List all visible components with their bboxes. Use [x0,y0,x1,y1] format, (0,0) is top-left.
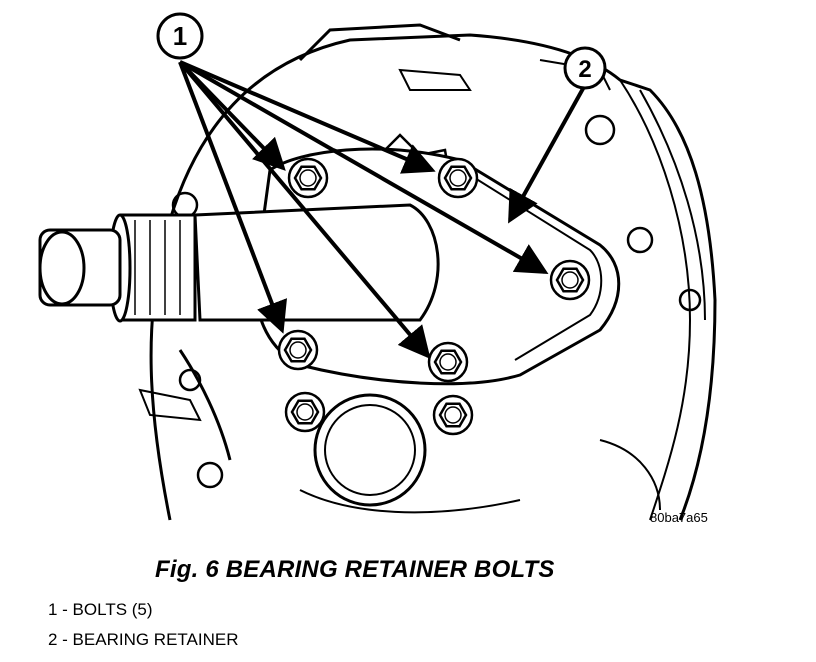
legend-item-bolts: 1 - BOLTS (5) [48,600,153,619]
callout-1: 1 [156,12,204,60]
figure-code: 80ba7a65 [650,510,708,525]
callout-1-number: 1 [173,21,187,51]
housing-bolt-left [284,391,326,433]
callout-2: 2 [563,46,607,90]
leader-arrows [178,60,587,360]
leader-arrow-1e [178,60,431,360]
figure-caption: Fig. 6 BEARING RETAINER BOLTS [155,556,555,583]
leader-arrow-2 [508,84,587,224]
bolt-lower-left [277,329,319,371]
leader-arrow-1c [179,60,549,274]
leader-arrow-1b [179,60,436,174]
bolt-lower-right [427,341,469,383]
callout-2-number: 2 [578,56,591,83]
bolt-right [549,259,591,301]
housing-bore [313,393,427,507]
bearing-retainer-illustration: 1 2 [38,12,717,521]
legend-item-bearing-retainer: 2 - BEARING RETAINER [48,630,239,649]
housing-bolt-right [432,394,474,436]
bolt-upper-left [287,157,329,199]
bolt-upper-right [437,157,479,199]
transfer-case-housing [138,23,717,521]
leader-arrow-1d [178,61,287,334]
output-shaft [38,203,440,323]
